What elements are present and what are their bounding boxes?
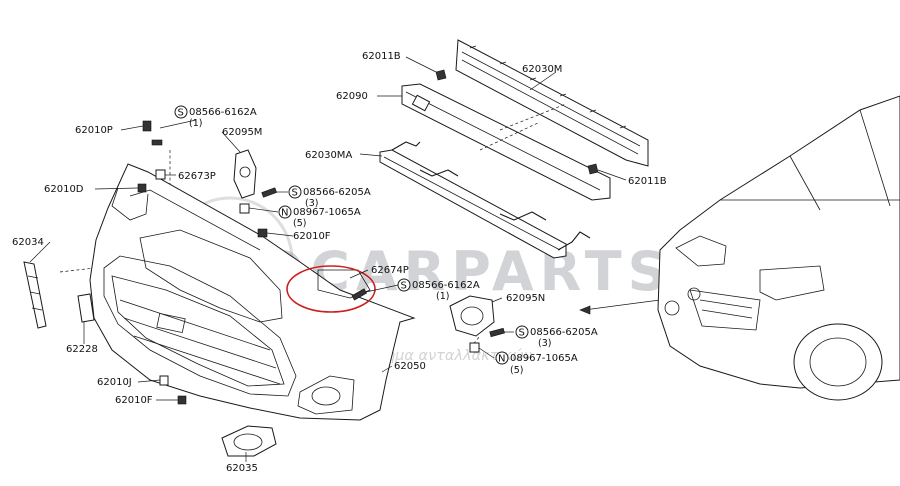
screw-symbol-left: S [288, 185, 302, 199]
clip-62010D [137, 183, 147, 193]
clip-62010J [159, 375, 169, 386]
label-08566-6205A-right-qty: (3) [538, 338, 551, 349]
part-labels: 62011B 62030M 62090 08566-6162A (1) 6201… [12, 51, 667, 474]
clip-62673P [155, 169, 166, 180]
clip-62010P [142, 120, 152, 132]
label-62030M: 62030M [522, 64, 562, 75]
vehicle-illustration [657, 95, 900, 401]
label-62674P: 62674P [371, 265, 409, 276]
svg-text:S: S [178, 108, 184, 119]
label-62035: 62035 [226, 463, 258, 474]
svg-text:S: S [519, 328, 525, 339]
nut-symbol-left: N [278, 205, 292, 219]
label-08566-6205A-left-qty: (3) [305, 198, 318, 209]
label-08566-6162A-mid: 08566-6162A [412, 280, 480, 291]
label-08967-1065A-left-qty: (5) [293, 218, 306, 229]
label-08566-6162A-mid-qty: (1) [436, 291, 449, 302]
screw-symbol-mid: S [397, 278, 411, 292]
label-08566-6205A-left: 08566-6205A [303, 187, 371, 198]
label-62010P: 62010P [75, 125, 113, 136]
screw-symbol-right: S [515, 325, 529, 339]
label-62095M: 62095M [222, 127, 262, 138]
svg-text:S: S [401, 281, 407, 292]
label-62010F-bottom: 62010F [115, 395, 153, 406]
label-62010J: 62010J [97, 377, 132, 388]
label-08967-1065A-right-qty: (5) [510, 365, 523, 376]
label-08566-6205A-right: 08566-6205A [530, 327, 598, 338]
label-62010D: 62010D [44, 184, 84, 195]
screw-symbol-top: S [174, 105, 188, 119]
label-62011B-right: 62011B [628, 176, 667, 187]
nut-symbol-right: N [495, 351, 509, 365]
label-62030MA: 62030MA [305, 150, 352, 161]
plate-62228 [77, 293, 95, 323]
screw-62674P [351, 288, 367, 301]
screw-top-left [151, 139, 163, 146]
clip-62010F-top [257, 228, 268, 238]
bracket-62095M [233, 149, 257, 199]
label-62095N: 62095N [506, 293, 545, 304]
label-08566-6162A-top: 08566-6162A [189, 107, 257, 118]
nut-left [239, 203, 250, 214]
nut-62011B-right [587, 163, 599, 175]
nut-62011B-top [435, 69, 447, 81]
label-62010F-top: 62010F [293, 231, 331, 242]
label-62011B-top: 62011B [362, 51, 401, 62]
label-08967-1065A-right: 08967-1065A [510, 353, 578, 364]
fog-lamp-cover-62035 [221, 425, 277, 457]
label-62673P: 62673P [178, 171, 216, 182]
front-bumper-62050 [89, 163, 416, 421]
label-62228: 62228 [66, 344, 98, 355]
nut-right [469, 342, 480, 353]
fastener-symbols: S S N S S N [174, 105, 529, 365]
screw-right [489, 327, 505, 338]
clip-62010F-bottom [177, 395, 187, 405]
leader-lines [29, 56, 661, 462]
reinforcement-beam-62030M [455, 39, 649, 167]
label-08967-1065A-left: 08967-1065A [293, 207, 361, 218]
label-62050: 62050 [394, 361, 426, 372]
bracket-62095N [449, 295, 495, 337]
energy-absorber-62090 [401, 83, 611, 201]
label-62090: 62090 [336, 91, 368, 102]
side-bracket-62034 [23, 261, 47, 329]
svg-text:S: S [292, 188, 298, 199]
screw-mid [261, 187, 277, 198]
svg-text:N: N [498, 354, 505, 365]
fasteners [137, 69, 599, 405]
label-08566-6162A-top-qty: (1) [189, 118, 202, 129]
label-62034: 62034 [12, 237, 44, 248]
svg-text:N: N [281, 208, 288, 219]
lower-bracket-62030MA [379, 141, 591, 259]
